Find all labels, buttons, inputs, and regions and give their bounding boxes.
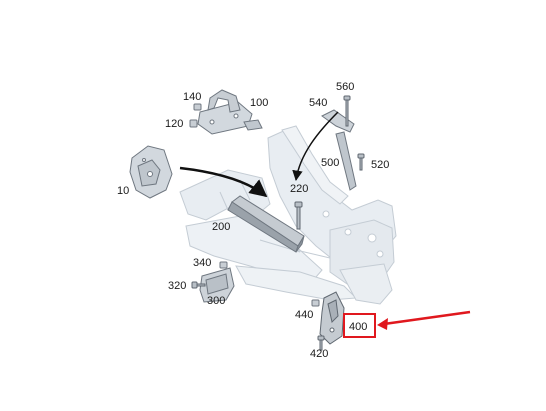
leader-arrow-500-to-frame [292, 111, 339, 182]
part-100-bracket [197, 89, 263, 135]
part-400-bracket [319, 291, 345, 345]
label-part-10[interactable]: 10 [117, 185, 129, 197]
label-part-400[interactable]: 400 [349, 321, 367, 333]
highlight-box-400 [343, 313, 376, 338]
part-440-nut [311, 299, 320, 307]
part-220-bolt [294, 201, 303, 230]
label-part-200[interactable]: 200 [212, 221, 230, 233]
label-part-340[interactable]: 340 [193, 257, 211, 269]
label-part-300[interactable]: 300 [207, 295, 225, 307]
label-part-140[interactable]: 140 [183, 91, 201, 103]
label-part-420[interactable]: 420 [310, 348, 328, 360]
part-10-bracket [129, 145, 173, 199]
label-part-540[interactable]: 540 [309, 97, 327, 109]
label-part-120[interactable]: 120 [165, 118, 183, 130]
part-340-nut [219, 261, 228, 269]
part-140-nut [193, 103, 202, 111]
part-320-bolt [191, 281, 206, 289]
part-420-bolt [317, 335, 325, 351]
label-part-500[interactable]: 500 [321, 157, 339, 169]
label-part-220[interactable]: 220 [290, 183, 308, 195]
label-part-520[interactable]: 520 [371, 159, 389, 171]
part-560-bolt [343, 95, 351, 127]
leader-arrow-10-to-frame [179, 166, 268, 198]
part-520-bolt [357, 153, 365, 171]
label-part-100[interactable]: 100 [250, 97, 268, 109]
part-540-bracket [321, 109, 355, 133]
label-part-440[interactable]: 440 [295, 309, 313, 321]
part-120-nut [189, 119, 198, 128]
part-200-crossmember [227, 195, 305, 253]
highlight-arrow [377, 310, 471, 330]
part-500-strut [335, 131, 357, 191]
label-part-320[interactable]: 320 [168, 280, 186, 292]
part-300-bracket [199, 267, 235, 303]
label-part-560[interactable]: 560 [336, 81, 354, 93]
